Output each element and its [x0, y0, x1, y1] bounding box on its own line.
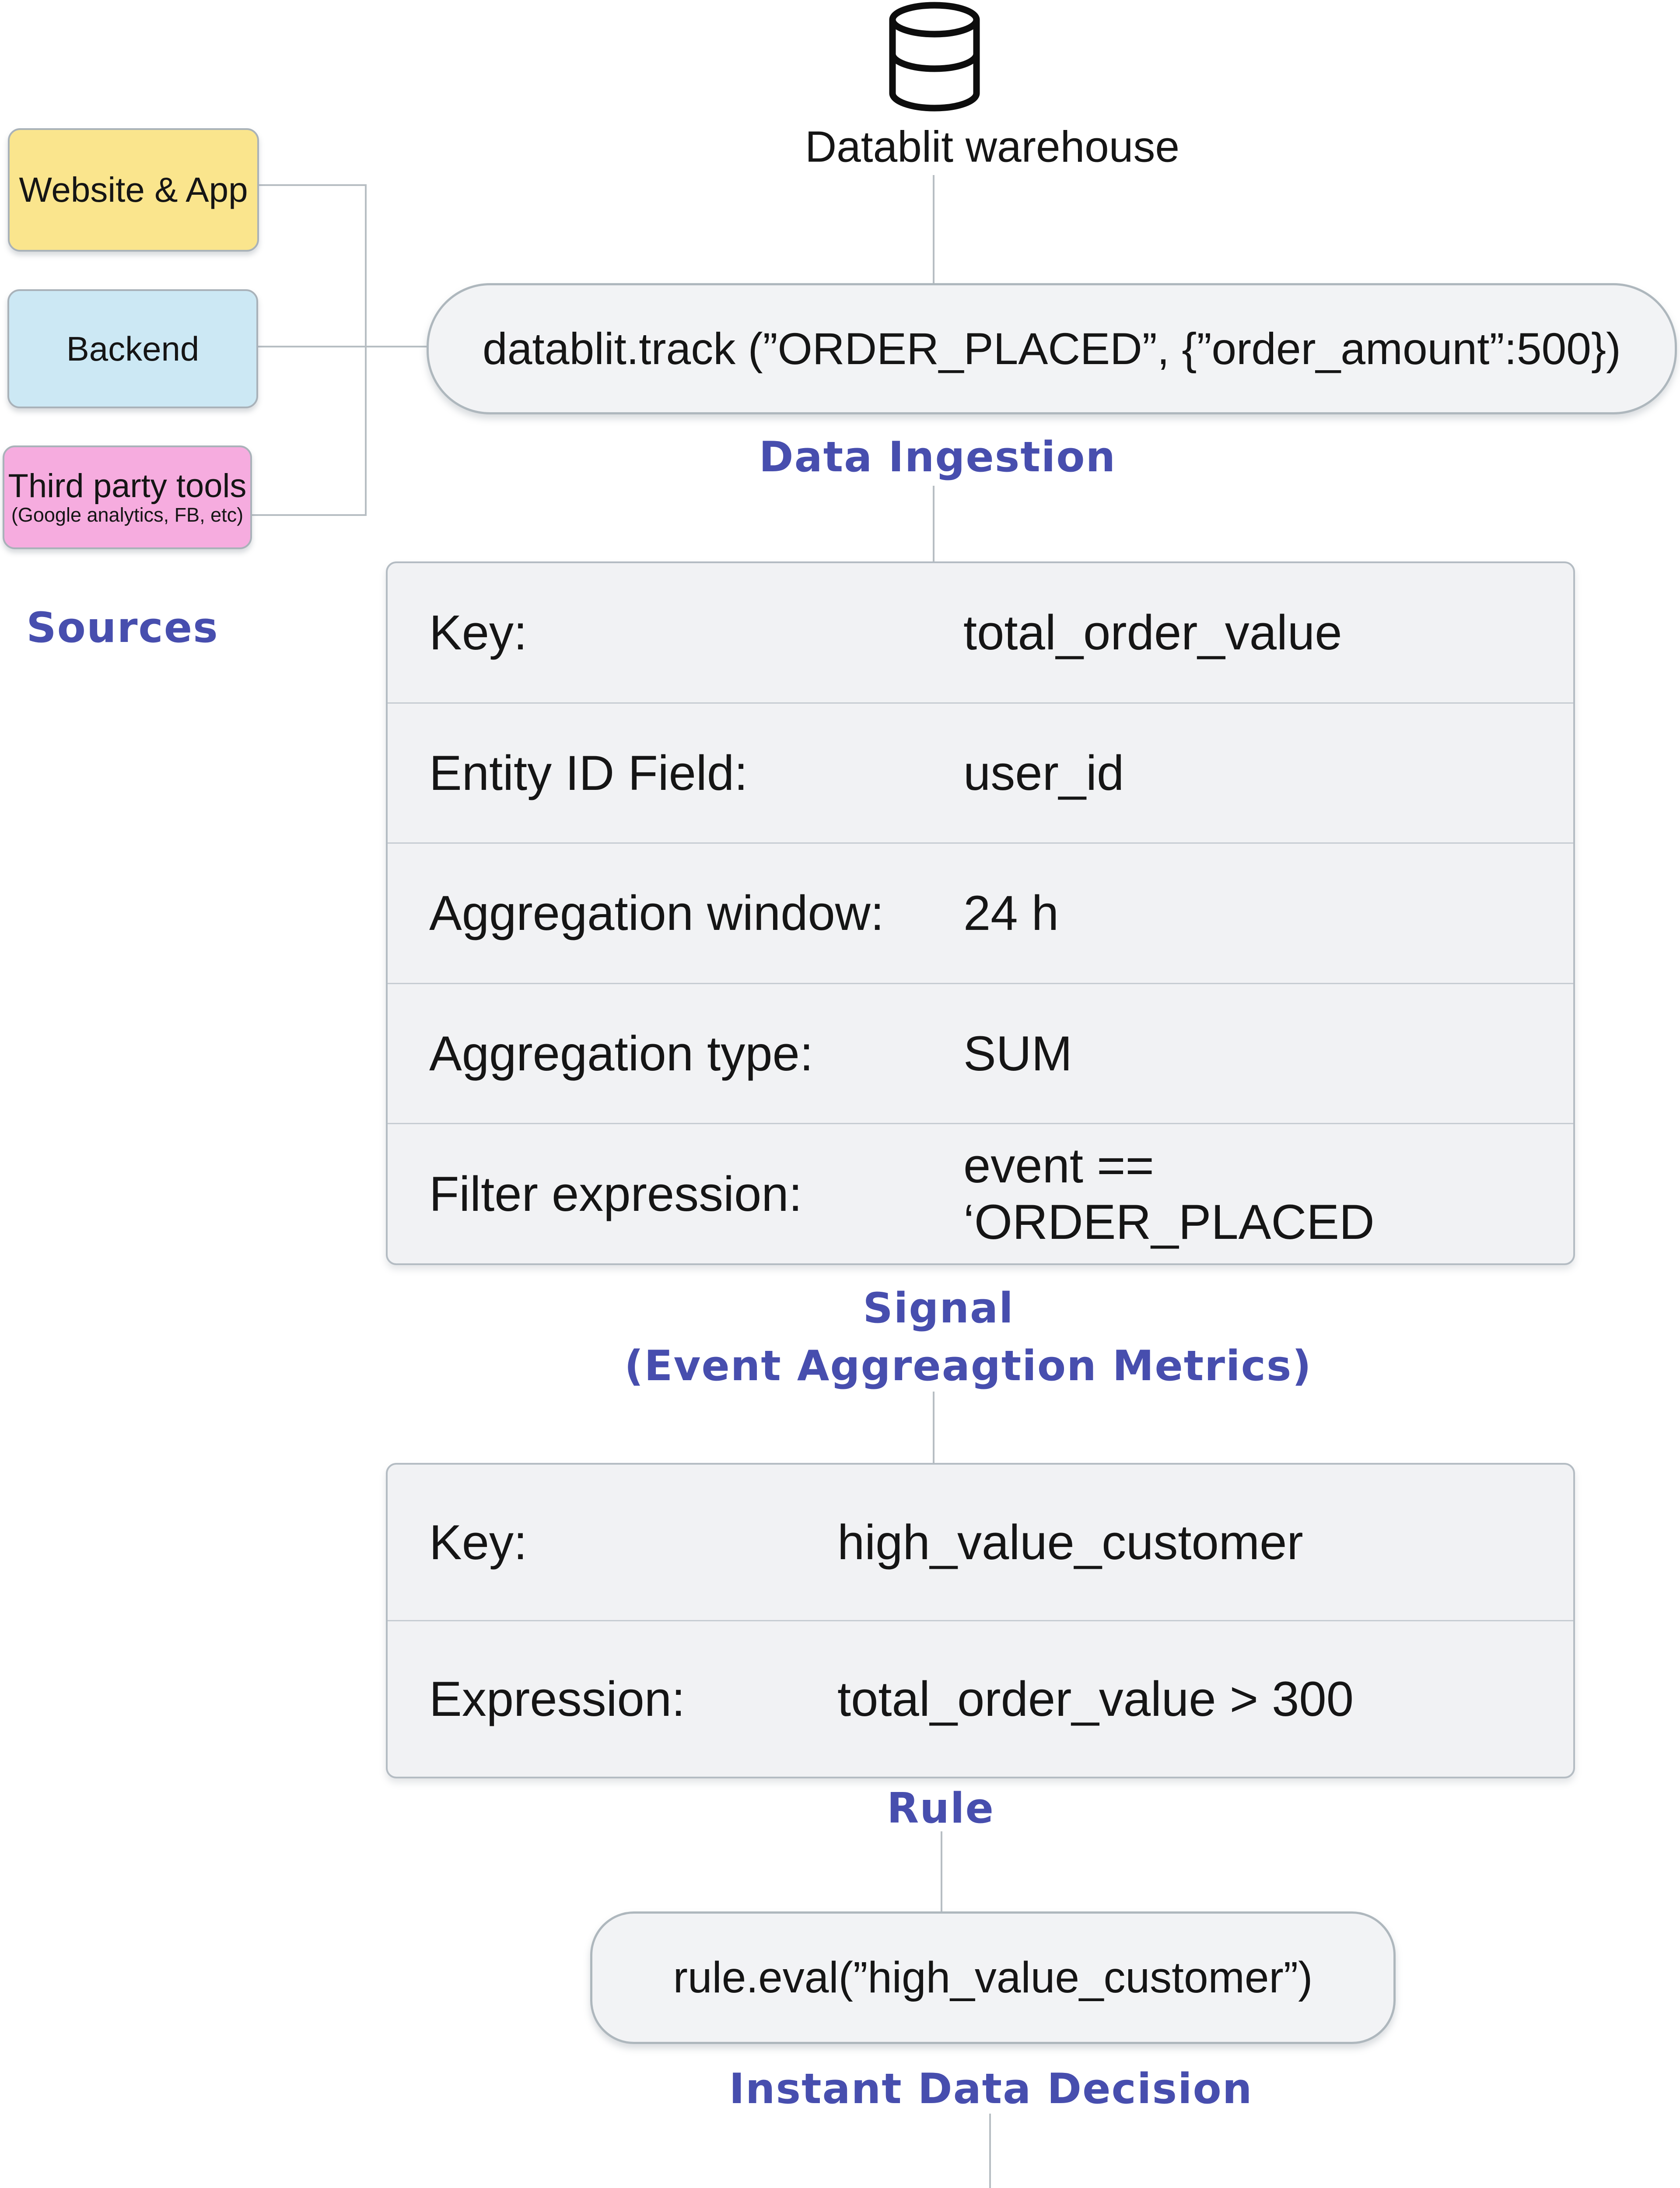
signal-row-value: 24 h [963, 886, 1059, 941]
rule-row-value: high_value_customer [837, 1515, 1303, 1570]
signal-label-line1: Signal [863, 1284, 1014, 1332]
connector-sources-trunk [365, 184, 367, 516]
rule-row-value: total_order_value > 300 [837, 1672, 1354, 1726]
source-box-backend: Backend [7, 289, 258, 408]
connector-website [256, 184, 367, 186]
rule-label: Rule [887, 1785, 994, 1833]
connector-rule-decision [941, 1831, 942, 1911]
source-label-backend: Backend [66, 329, 200, 368]
table-row: Aggregation window: 24 h [388, 842, 1573, 983]
table-row: Filter expression: event == ‘ORDER_PLACE… [388, 1123, 1573, 1263]
signal-row-value: SUM [963, 1026, 1072, 1081]
connector-signal-rule [933, 1392, 934, 1463]
signal-row-label: Key: [429, 605, 528, 660]
decision-label: Instant Data Decision [729, 2065, 1253, 2113]
signal-row-value: total_order_value [963, 605, 1342, 660]
signal-row-label: Filter expression: [429, 1166, 802, 1221]
database-icon [889, 2, 980, 112]
rule-table: Key: high_value_customer Expression: tot… [386, 1463, 1575, 1778]
signal-row-value: event == ‘ORDER_PLACED [963, 1138, 1375, 1250]
source-label-website: Website & App [19, 170, 248, 209]
signal-row-value: user_id [963, 745, 1124, 800]
table-row: Entity ID Field: user_id [388, 702, 1573, 843]
decision-code: rule.eval(”high_value_customer”) [673, 1953, 1313, 2002]
connector-warehouse-ingestion [933, 175, 934, 283]
connector-ingestion-signal [933, 486, 934, 561]
signal-row-label: Entity ID Field: [429, 745, 748, 800]
ingestion-box: datablit.track (”ORDER_PLACED”, {”order_… [427, 283, 1677, 414]
ingestion-label: Data Ingestion [759, 433, 1116, 481]
ingestion-code: datablit.track (”ORDER_PLACED”, {”order_… [482, 323, 1621, 374]
table-row: Expression: total_order_value > 300 [388, 1620, 1573, 1777]
decision-box: rule.eval(”high_value_customer”) [590, 1911, 1396, 2044]
source-box-third-party: Third party tools (Google analytics, FB,… [3, 445, 252, 549]
signal-table: Key: total_order_value Entity ID Field: … [386, 561, 1575, 1265]
table-row: Aggregation type: SUM [388, 982, 1573, 1123]
rule-row-label: Expression: [429, 1672, 686, 1726]
warehouse-label: Datablit warehouse [805, 122, 1180, 172]
sources-title: Sources [26, 604, 219, 652]
signal-row-label: Aggregation window: [429, 886, 884, 941]
connector-backend [255, 346, 428, 347]
connector-third-party [248, 514, 367, 516]
table-row: Key: high_value_customer [388, 1465, 1573, 1620]
signal-row-label: Aggregation type: [429, 1026, 813, 1081]
source-label-third-party: Third party tools [8, 467, 247, 505]
source-sublabel-third-party: (Google analytics, FB, etc) [11, 503, 244, 526]
source-box-website: Website & App [8, 128, 259, 252]
rule-row-label: Key: [429, 1515, 528, 1570]
table-row: Key: total_order_value [388, 563, 1573, 702]
signal-label-line2: (Event Aggreagtion Metrics) [624, 1342, 1312, 1390]
connector-decision-split [989, 2114, 991, 2188]
